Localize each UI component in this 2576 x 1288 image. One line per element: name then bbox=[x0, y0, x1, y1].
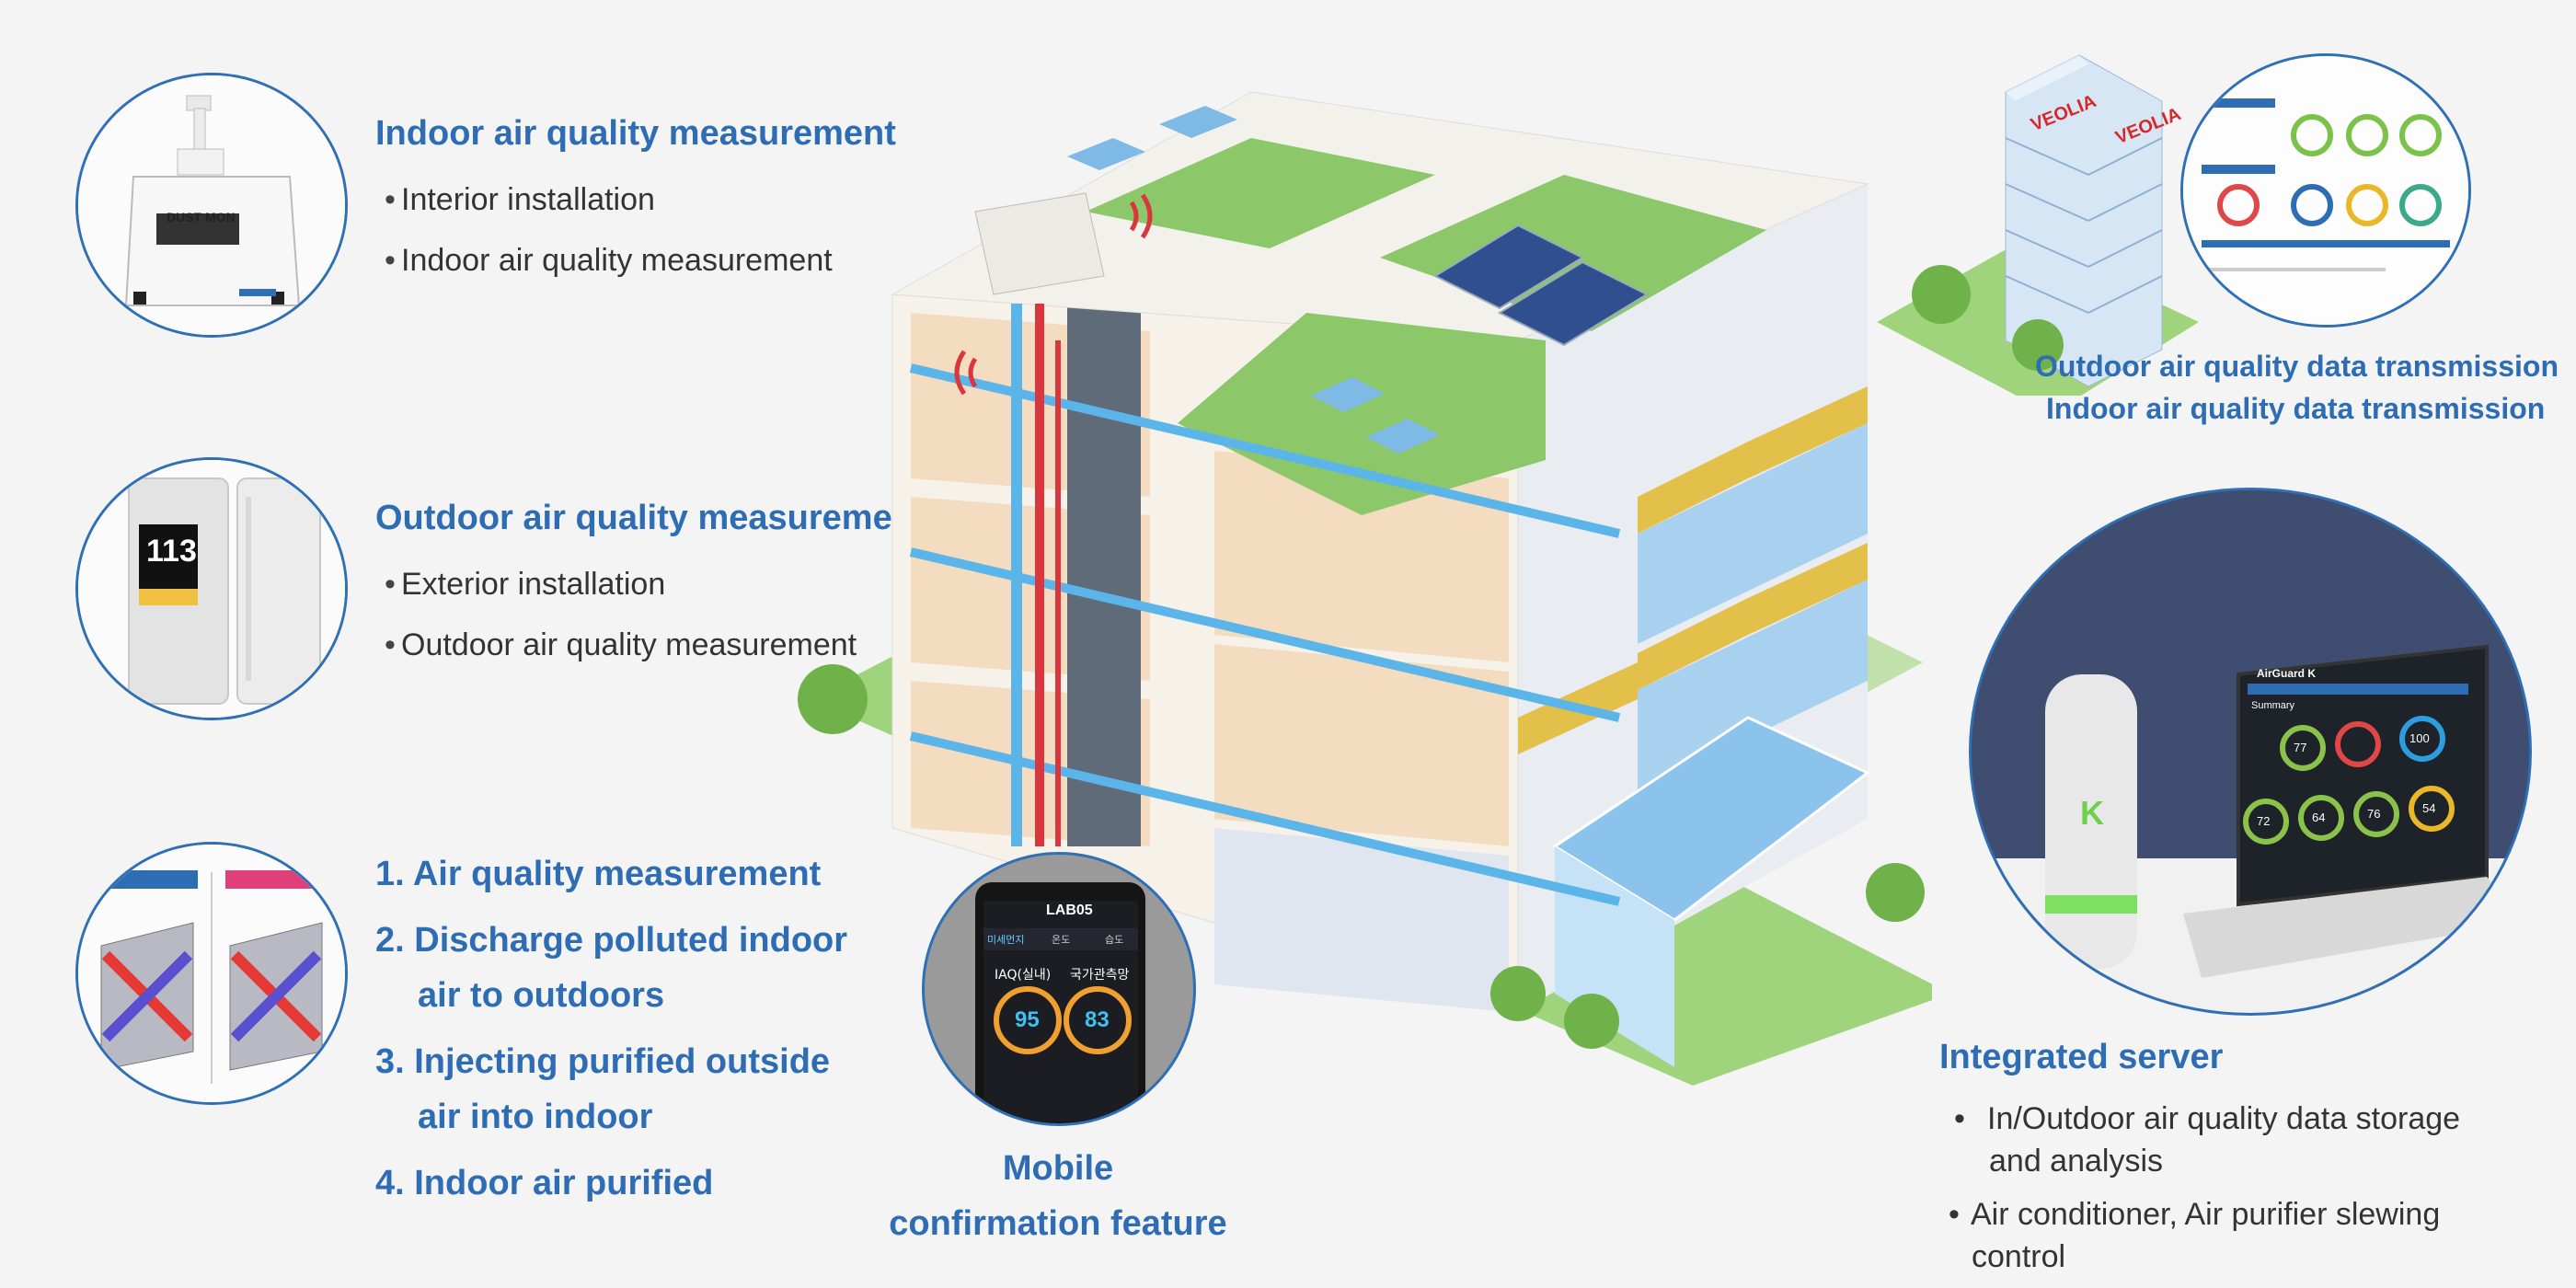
hq-building-illustration bbox=[1877, 54, 2199, 396]
indoor-bullet-2: •Indoor air quality measurement bbox=[385, 243, 833, 278]
indoor-bullet-1-text: Interior installation bbox=[401, 182, 655, 217]
building-illustration bbox=[798, 91, 1932, 1086]
mobile-caption-line-1: Mobile bbox=[1002, 1149, 1114, 1188]
mobile-gauge-label-2: 국가관측망 bbox=[1070, 968, 1130, 983]
laptop-summary: Summary bbox=[2251, 700, 2295, 711]
laptop-gauge-6: 76 bbox=[2367, 807, 2381, 821]
step-4: 4. Indoor air purified bbox=[375, 1164, 714, 1202]
laptop-gauge-4: 72 bbox=[2257, 814, 2271, 828]
mobile-tab-3: 습도 bbox=[1105, 934, 1124, 946]
server-bullet-2: •Air conditioner, Air purifier slewing bbox=[1949, 1197, 2441, 1232]
outdoor-sensor-reading: 113 bbox=[146, 534, 197, 569]
server-bullet-1-text: In/Outdoor air quality data storage bbox=[1987, 1101, 2461, 1136]
laptop-gauge-5: 64 bbox=[2312, 811, 2326, 824]
mobile-caption: Mobile confirmation feature bbox=[856, 1141, 1260, 1251]
indoor-heading: Indoor air quality measurement bbox=[375, 114, 896, 153]
laptop-gauge-1: 77 bbox=[2294, 741, 2307, 754]
indoor-sensor-photo: DUST MON bbox=[75, 73, 348, 338]
server-bullet-2-cont: control bbox=[1972, 1239, 2066, 1274]
mobile-gauge-label-1: IAQ(실내) bbox=[995, 968, 1052, 983]
outdoor-sensor-photo: 113 bbox=[75, 457, 348, 720]
ventilation-unit-photo bbox=[75, 842, 348, 1105]
laptop-title: AirGuard K bbox=[2257, 667, 2317, 680]
server-bullet-1: •In/Outdoor air quality data storage bbox=[1954, 1101, 2461, 1136]
outdoor-bullet-2: •Outdoor air quality measurement bbox=[385, 627, 857, 662]
mobile-screen-title: LAB05 bbox=[1046, 903, 1093, 918]
server-device-letter: K bbox=[2080, 794, 2104, 832]
mobile-tab-2: 온도 bbox=[1052, 934, 1071, 946]
outdoor-bullet-1-text: Exterior installation bbox=[401, 567, 666, 602]
mobile-app-photo: LAB05 미세먼지 온도 습도 IAQ(실내) 국가관측망 95 83 bbox=[922, 852, 1196, 1126]
server-photo: K AirGuard K Summary 77 100 72 64 76 54 bbox=[1969, 488, 2532, 1016]
dashboard-screenshot bbox=[2180, 53, 2471, 328]
dust-mon-label: DUST MON bbox=[167, 210, 236, 224]
laptop-gauge-3: 100 bbox=[2409, 731, 2430, 745]
outdoor-heading: Outdoor air quality measurement bbox=[375, 499, 926, 537]
transmission-line-2: Indoor air quality data transmission bbox=[2046, 392, 2546, 425]
outdoor-bullet-2-text: Outdoor air quality measurement bbox=[401, 627, 857, 662]
step-3-cont: air into indoor bbox=[418, 1098, 653, 1136]
step-2-cont: air to outdoors bbox=[418, 976, 665, 1015]
transmission-line-1: Outdoor air quality data transmission bbox=[2035, 350, 2559, 383]
server-bullet-2-text: Air conditioner, Air purifier slewing bbox=[1971, 1197, 2441, 1232]
mobile-caption-line-2: confirmation feature bbox=[889, 1204, 1227, 1243]
outdoor-bullet-1: •Exterior installation bbox=[385, 567, 666, 602]
server-heading: Integrated server bbox=[1939, 1038, 2224, 1076]
mobile-gauge-value-1: 95 bbox=[1015, 1007, 1040, 1032]
indoor-bullet-2-text: Indoor air quality measurement bbox=[401, 243, 833, 278]
mobile-tab-1: 미세먼지 bbox=[987, 934, 1025, 946]
indoor-bullet-1: •Interior installation bbox=[385, 182, 655, 217]
step-2: 2. Discharge polluted indoor bbox=[375, 921, 848, 960]
mobile-gauge-value-2: 83 bbox=[1085, 1007, 1110, 1032]
step-1: 1. Air quality measurement bbox=[375, 855, 822, 893]
laptop-gauge-7: 54 bbox=[2422, 801, 2436, 815]
step-3: 3. Injecting purified outside bbox=[375, 1042, 831, 1081]
server-bullet-1-cont: and analysis bbox=[1989, 1144, 2164, 1179]
